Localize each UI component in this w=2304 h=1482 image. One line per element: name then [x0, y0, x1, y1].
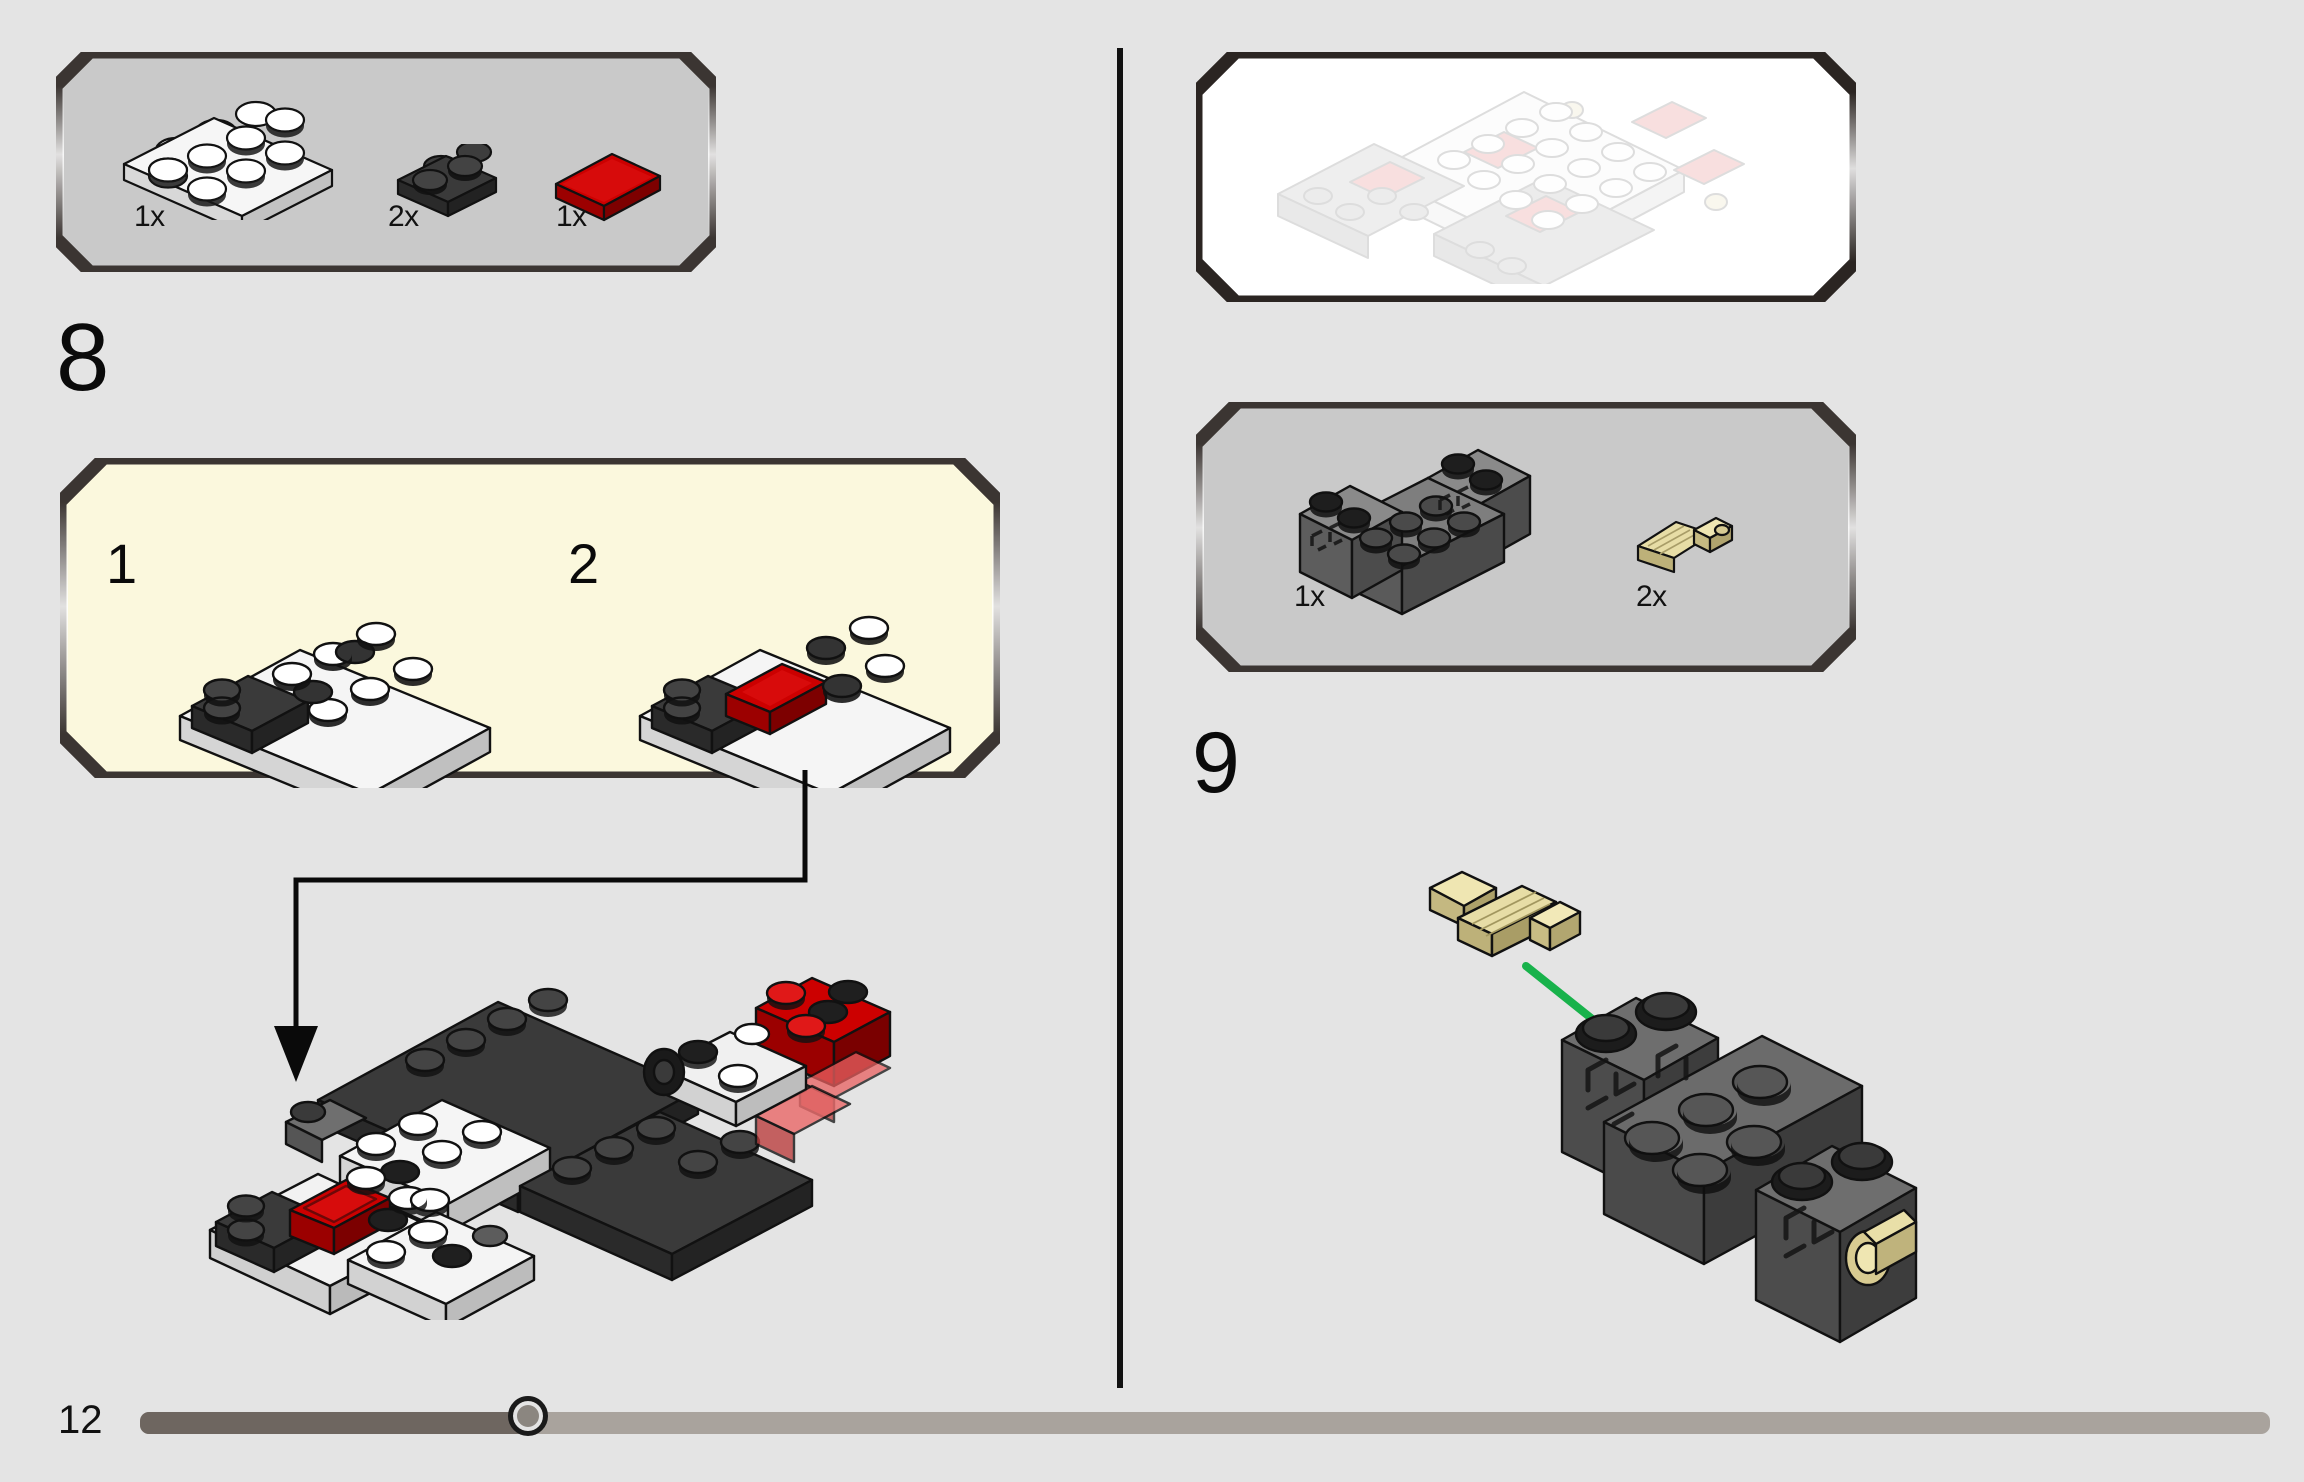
step-8-substep-box: 1 2: [60, 458, 1000, 788]
substep-assembly-2: [630, 598, 960, 788]
step-8-main-assembly: [190, 900, 930, 1320]
substep-assembly-1: [170, 598, 500, 788]
step-9-main-assembly: [1400, 870, 1960, 1360]
substep-index-1: 1: [106, 532, 138, 595]
part-qty-label: 2x: [388, 200, 419, 233]
step-9-parts-box: 1x 2x: [1196, 402, 1856, 672]
part-qty-label: 2x: [1636, 580, 1667, 613]
progress-bar[interactable]: [140, 1412, 2270, 1434]
progress-bar-fill: [140, 1412, 524, 1434]
part-plate-1x2-black: [386, 144, 506, 224]
part-tile-1x2-red: [548, 142, 668, 222]
part-bracket-brick-2x6-dark-gray: [1282, 432, 1562, 632]
part-qty-label: 1x: [1294, 580, 1325, 613]
progress-bar-knob[interactable]: [508, 1396, 549, 1436]
inserted-technic-pin: [1844, 1208, 1918, 1287]
step-8-connector-arrow: [270, 770, 840, 1130]
part-qty-label: 1x: [556, 200, 587, 233]
step-number-9: 9: [1192, 715, 1240, 811]
step-9-previous-state-box: [1196, 52, 1856, 302]
previous-build-ghost: [1254, 74, 1794, 284]
part-plate-2x4-white: [118, 90, 338, 220]
step-8-parts-box: 1x 2x: [56, 52, 716, 272]
part-qty-label: 1x: [134, 200, 165, 233]
loose-technic-pin: [1428, 870, 1582, 958]
part-technic-pin-axle-tan: [1628, 488, 1748, 588]
progress-bar-track: [140, 1412, 2270, 1434]
step-number-8: 8: [56, 304, 109, 411]
column-divider: [1117, 48, 1123, 1388]
page-number: 12: [58, 1398, 103, 1442]
substep-index-2: 2: [568, 532, 600, 595]
